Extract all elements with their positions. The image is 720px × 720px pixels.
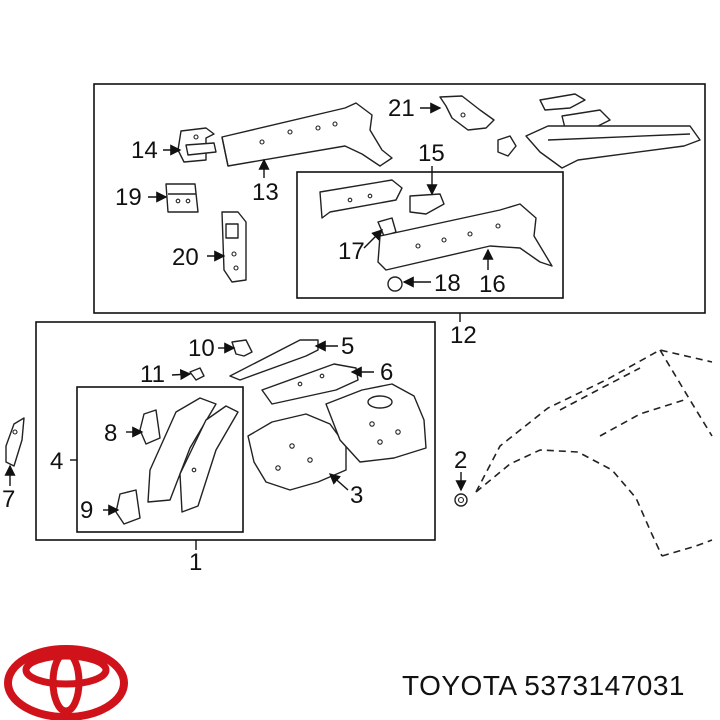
part-9-bracket: [115, 489, 141, 525]
part-15-bracket: [409, 193, 445, 215]
callout-13: 13: [252, 179, 279, 206]
brand-name: TOYOTA: [402, 670, 516, 701]
part-11-nut: [189, 367, 205, 381]
part-2-clip: [454, 493, 468, 507]
part-caption: TOYOTA 5373147031: [402, 670, 685, 702]
callout-21: 21: [388, 95, 415, 122]
upper-group-frame: [93, 83, 706, 314]
callout-3: 3: [350, 482, 363, 509]
part-number: 5373147031: [524, 670, 686, 701]
callout-7: 7: [2, 486, 15, 513]
leader-arrows: [4, 102, 494, 516]
callout-5: 5: [341, 333, 354, 360]
part-shock-tower: [325, 383, 427, 463]
callout-17: 17: [338, 238, 365, 265]
part-18-grommet: [387, 276, 403, 292]
part-15-crossmember: [319, 179, 403, 219]
callout-16: 16: [479, 271, 506, 298]
part-16-rail: [377, 203, 553, 271]
lower-group-frame: [35, 321, 436, 541]
callout-15: 15: [418, 140, 445, 167]
callout-14: 14: [131, 137, 158, 164]
callout-19: 19: [115, 184, 142, 211]
callout-6: 6: [380, 359, 393, 386]
part-6-reinforcement: [261, 363, 359, 405]
part-3-wheel-apron: [247, 413, 347, 491]
fender-outline: [475, 349, 713, 557]
callout-10: 10: [188, 335, 215, 362]
callout-8: 8: [104, 420, 117, 447]
callout-4: 4: [50, 448, 63, 475]
part-20-bracket: [221, 211, 247, 283]
upper-right-member: [525, 93, 701, 169]
part-19-block: [165, 183, 199, 213]
callout-18: 18: [434, 270, 461, 297]
sub-group-frame-15: [296, 171, 564, 299]
part-13-rail: [221, 102, 393, 167]
part-10-clip: [231, 339, 253, 357]
part-8-bracket: [139, 409, 161, 445]
part-7-bracket: [5, 417, 25, 467]
callout-1: 1: [189, 549, 202, 576]
part-4-pillar-right: [179, 405, 239, 513]
part-21-bracket: [439, 95, 495, 131]
callout-20: 20: [172, 244, 199, 271]
callout-12: 12: [450, 322, 477, 349]
callout-9: 9: [80, 497, 93, 524]
toyota-logo-icon: [4, 645, 128, 720]
callout-11: 11: [140, 361, 165, 388]
callout-2: 2: [454, 447, 467, 474]
clip-part: [497, 135, 517, 157]
part-14-bracket: [177, 127, 217, 163]
